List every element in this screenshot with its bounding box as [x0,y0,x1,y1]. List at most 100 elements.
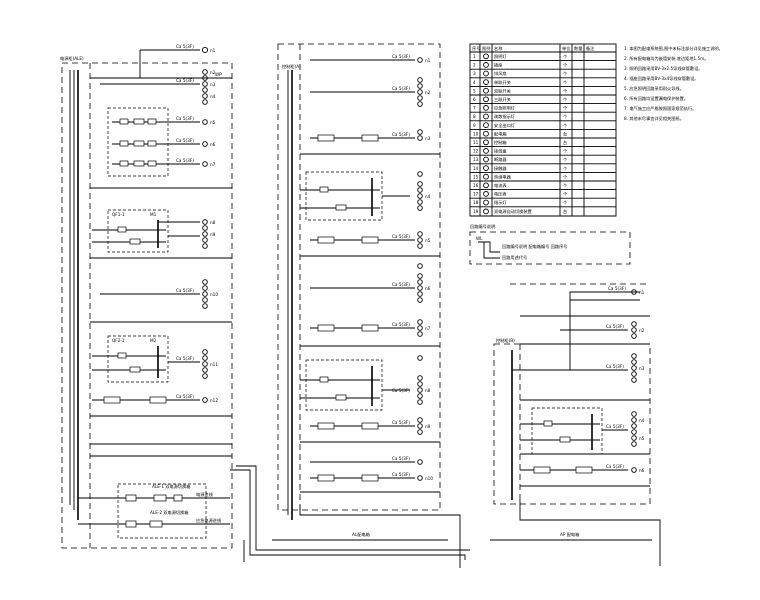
right-feed-label-2: Ca 5(3F) [606,364,624,369]
legend-row-unit: 个 [563,192,568,197]
left-feed-label-6: Ca 5(3F) [176,394,194,399]
left-id-11: n12 [210,398,218,403]
left-module-1-breaker [117,226,127,233]
legend-row-unit: 个 [563,97,568,102]
explain-leader-1 [478,241,500,253]
left-ats-switch-1 [153,494,167,502]
legend-row-no: 2 [473,63,476,68]
middle-cable-out [299,505,461,568]
legend-row-name: 指示灯 [494,199,507,206]
middle-panel-label: 控制柜(A) [282,63,301,70]
legend-row-unit: 个 [563,157,568,162]
left-module-tag-1: M2 [150,338,157,343]
left-module-branches [112,118,208,167]
legend-row-no: 14 [473,166,479,171]
left-ats-breaker-2 [125,520,137,528]
legend-header-0: 序号 [472,45,480,52]
legend-symbol-icon [483,105,489,111]
right-feed-label-0: Ca 5(3F) [608,286,626,291]
legend-row-unit: 个 [563,71,568,76]
explain-line-2: 回路用途代号 [502,254,527,261]
explain-box [469,231,631,265]
left-panel-label: 电源柜(ALE) [60,55,84,62]
legend-symbol-icon [483,208,489,215]
note-line-2: 3. 照明回路采用BV-3x2.5导线穿管敷设。 [624,65,702,72]
legend-header-5: 备注 [586,45,595,52]
left-cable-out-2 [236,465,470,551]
left-id-6: n7 [210,162,216,167]
legend-row-no: 12 [473,149,479,154]
middle-panel-frame [277,43,441,511]
left-ats-meter-1 [173,494,183,502]
left-panel: 电源柜(ALE) Ca 5(3F) n1 WP Ca 5(3F) n2 n3 n… [60,44,470,562]
left-id-8: n9 [210,232,216,237]
middle-id-7: n8 [425,388,431,393]
legend-row-unit: 台 [563,208,567,215]
left-lower-device-1 [103,396,121,404]
middle-id-3: n4 [425,194,431,199]
left-ats-switch-2 [149,520,163,528]
terminal-column-left-4 [202,349,208,379]
legend-row-name: 照明灯 [494,53,507,60]
middle-module-1-contactor [335,204,347,211]
middle-id-8: n9 [425,424,431,429]
legend-row-no: 11 [473,140,479,145]
middle-id-2: n3 [425,136,431,141]
left-module-tag-0: M1 [150,212,157,217]
legend-row-unit: 个 [563,106,568,111]
legend-row-name: 电流表 [494,182,507,189]
right-top-feeder [512,291,640,371]
left-id-0: n1 [210,48,216,53]
right-feed-label-4: Ca 5(3F) [606,464,624,469]
left-feed-label-5: Ca 5(3F) [176,356,194,361]
legend-symbol-icon [483,148,489,154]
left-module-group-1 [107,107,169,177]
legend-symbol-icon [483,70,489,77]
left-top-terminal [201,46,209,54]
notes-block: 1. 本图为配电系统图,图中未标注部分详见施工说明。 2. 所有配电箱均为嵌墙安… [469,45,723,265]
middle-feed-label-8: Ca 5(3F) [392,456,410,461]
left-feed-label-1: Ca 5(3F) [176,116,194,121]
legend-row-unit: 个 [563,174,568,179]
left-id-9: n10 [210,292,218,297]
left-panel-frame [61,62,233,549]
legend-symbol-icon [483,156,489,163]
left-id-2: n3 [210,82,216,87]
legend-row-name: 疏散指示灯 [494,113,516,120]
legend-row-name: 断路器 [494,156,507,163]
legend-row-unit: 个 [563,123,568,128]
right-id-3: n4 [639,418,645,423]
legend-header-1: 图例 [482,45,490,52]
left-module-2 [107,335,169,383]
middle-feed-label-3: Ca 5(3F) [392,234,410,239]
legend-row-unit: 个 [563,63,568,68]
left-unit-label-0: QF1-1 [112,212,125,217]
legend-row-name: 接触器 [494,165,507,172]
terminal-column-left-1 [202,69,208,105]
right-panel-label: 控制柜(B) [496,337,515,344]
legend-symbol-icon [483,199,489,206]
right-module-breaker [543,420,553,427]
legend-row-no: 7 [473,106,476,111]
legend-row-unit: 个 [563,183,568,188]
legend-symbol-icon [483,165,489,171]
left-id-3: n4 [210,94,216,99]
left-id-7: n8 [210,220,216,225]
right-lower-device-1 [533,466,551,474]
note-line-7: 8. 其他未尽事宜详见相关图纸。 [624,115,684,122]
middle-id-9: n10 [425,476,433,481]
middle-module-2-contactor [335,394,347,401]
legend-row-name: 双电源自动切换装置 [494,208,532,215]
left-cable-out-1 [230,469,466,560]
explain-leader-2 [483,242,500,259]
legend-symbol-icon [483,96,489,103]
legend-symbol-icon [483,130,489,137]
legend-row-unit: 个 [563,88,568,93]
right-panel-frame [493,343,651,505]
middle-feed-label-2: Ca 5(3F) [392,132,410,137]
left-feed-label-2: Ca 5(3F) [176,138,194,143]
middle-module-1 [305,171,383,221]
left-id-10: n11 [210,362,218,367]
